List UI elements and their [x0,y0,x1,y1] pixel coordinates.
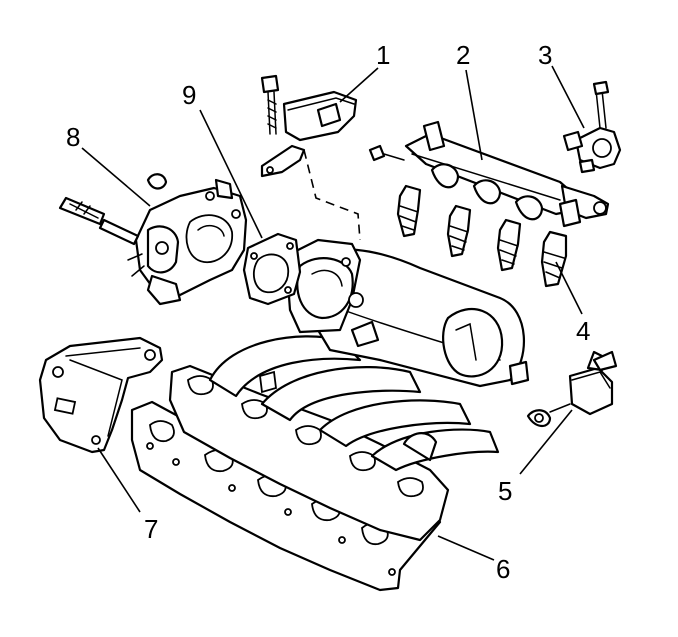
callout-6: 6 [496,554,510,584]
callout-1: 1 [376,40,390,70]
part-pressure-regulator [562,80,622,174]
part-throttle-body [58,173,248,306]
leader-4 [555,261,583,315]
callout-labels: 1 2 3 4 5 6 7 8 9 [66,40,590,584]
part-throttle-gasket [242,232,302,306]
intake-manifold [168,238,530,542]
callout-3: 3 [538,40,552,70]
leader-2 [465,69,483,161]
leader-lines [81,65,585,561]
part-fuel-rail [368,120,610,228]
callout-5: 5 [498,476,512,506]
part-sensor [260,74,361,241]
part-valve [526,350,618,428]
callout-7: 7 [144,514,158,544]
callout-8: 8 [66,122,80,152]
part-bracket [38,336,164,454]
leader-8 [81,147,151,207]
part-injectors [396,184,568,288]
callout-9: 9 [182,80,196,110]
leader-9 [199,109,263,239]
leader-3 [551,65,585,129]
leader-1 [339,67,379,103]
callout-2: 2 [456,40,470,70]
leader-5 [519,409,573,475]
leader-7 [97,447,141,513]
callout-4: 4 [576,316,590,346]
leader-6 [437,535,495,561]
